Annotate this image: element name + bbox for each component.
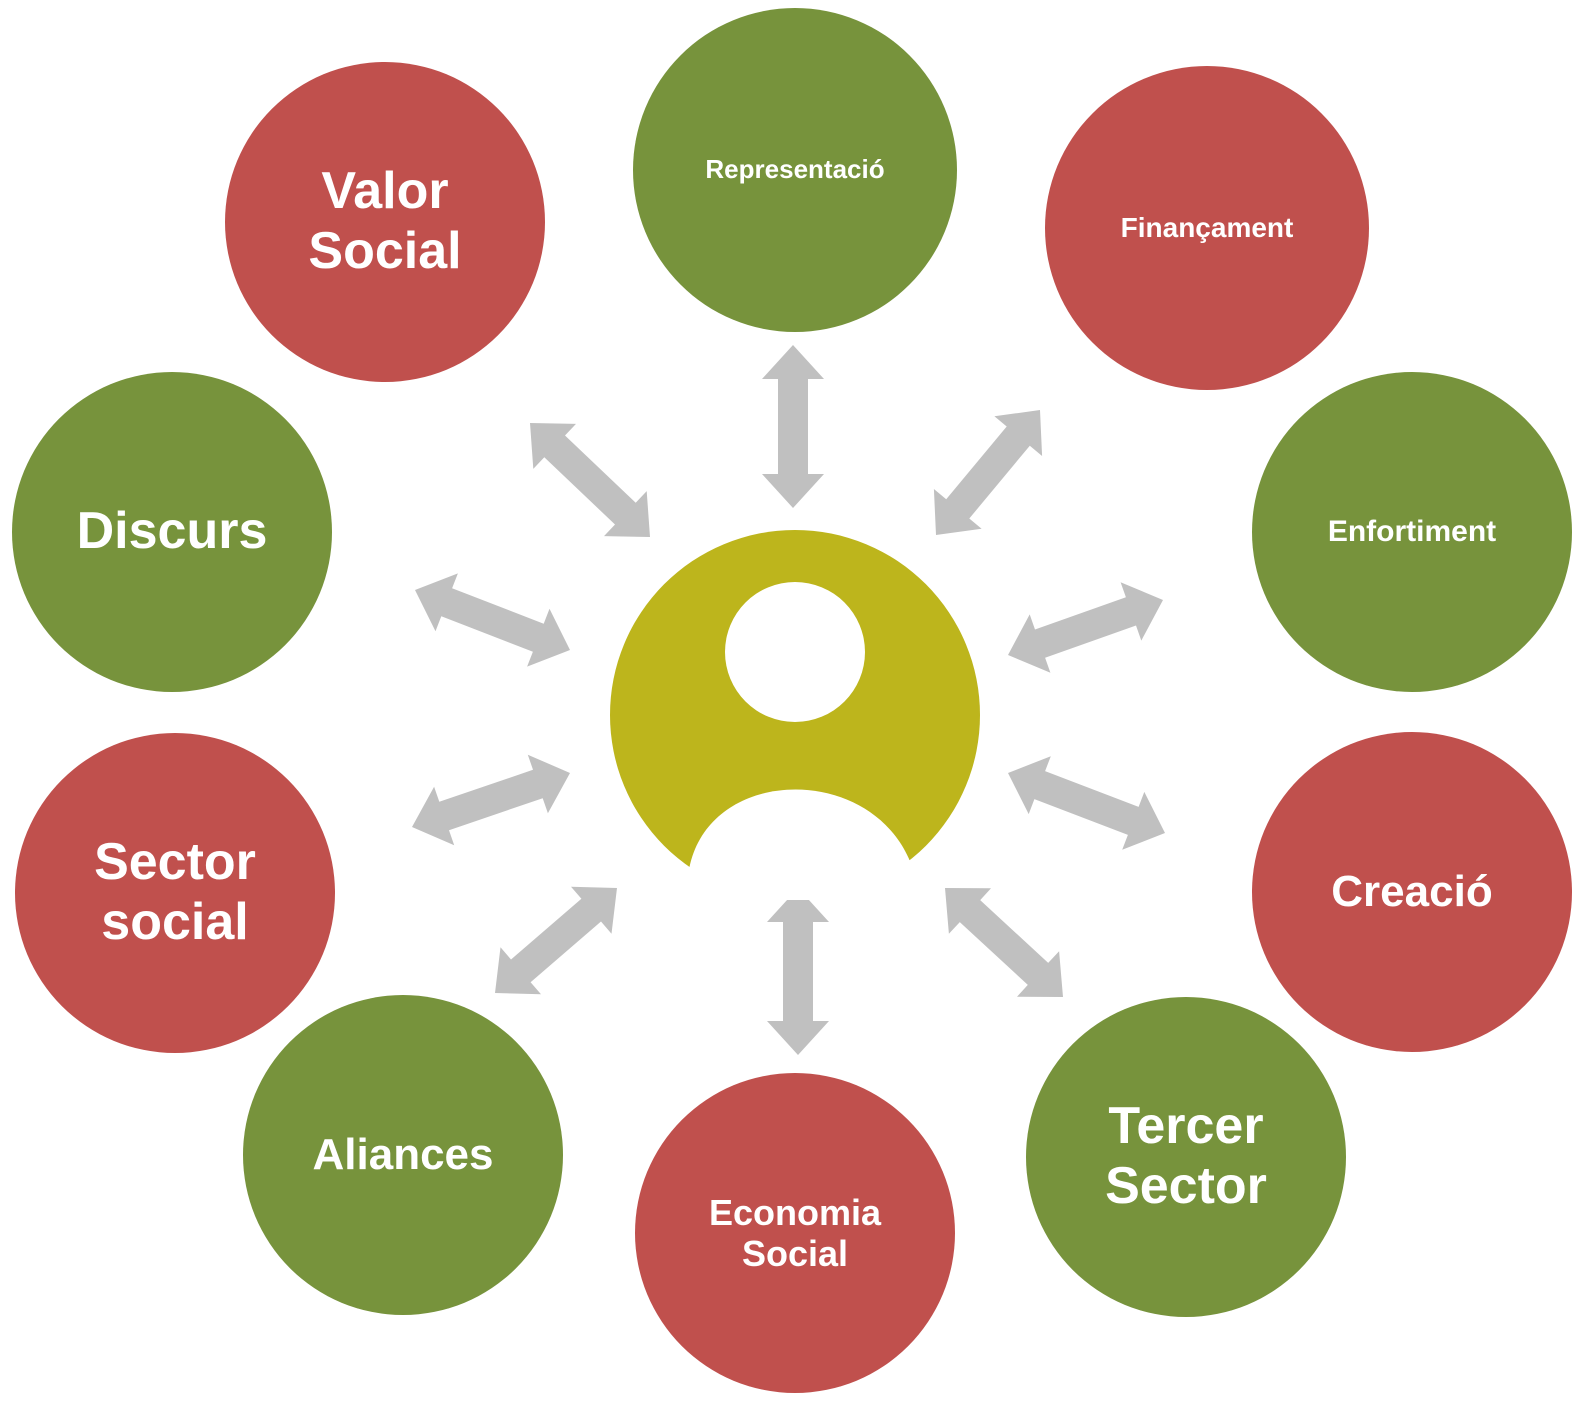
node-circle-valor-social [225,62,545,382]
double-arrow-discurs [415,573,570,667]
node-circle-financament [1045,66,1369,390]
node-circle-enfortiment [1252,372,1572,692]
person-body-icon [688,789,916,900]
double-arrow-enfortiment [1008,582,1163,673]
node-circle-sector-social [15,733,335,1053]
center-hub [610,530,980,900]
person-head-icon [725,582,865,722]
node-circle-representacio [633,8,957,332]
node-circle-tercer-sector [1026,997,1346,1317]
double-arrow-tercer-sector [945,888,1063,997]
double-arrow-sector-social [412,754,570,846]
node-circle-aliances [243,995,563,1315]
double-arrow-representacio [762,345,824,508]
double-arrow-financament [933,410,1043,535]
node-circle-creacio [1252,732,1572,1052]
arrows-layer [412,345,1165,1055]
double-arrow-aliances [495,886,617,995]
double-arrow-economia-social [767,888,829,1055]
node-circle-discurs [12,372,332,692]
double-arrow-valor-social [530,423,650,537]
node-circle-economia-social [635,1073,955,1393]
nodes-layer [12,8,1572,1393]
double-arrow-creacio [1008,756,1165,850]
